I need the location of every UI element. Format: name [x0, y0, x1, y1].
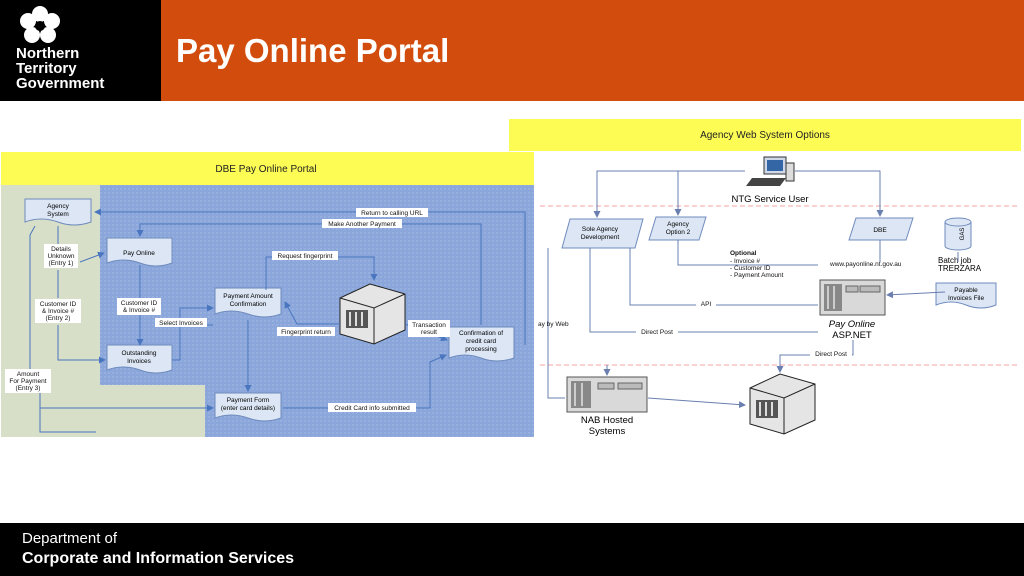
footer-bar: Department of Corporate and Information …: [0, 523, 1024, 576]
footer-department-name: Corporate and Information Services: [22, 550, 295, 567]
confirmation-box: [448, 326, 515, 362]
svg-text:Transaction: Transaction: [412, 322, 446, 329]
svg-text:Unknown: Unknown: [47, 253, 74, 260]
svg-text:ay by Web: ay by Web: [538, 321, 569, 328]
right-diagram: Agency Web System Options NTG Service Us…: [509, 119, 1021, 437]
svg-text:Amount: Amount: [17, 371, 40, 378]
svg-text:DBE: DBE: [873, 227, 887, 234]
svg-text:Credit Card info submitted: Credit Card info submitted: [334, 405, 410, 412]
svg-text:Direct Post: Direct Post: [641, 329, 673, 336]
svg-text:Option 2: Option 2: [666, 229, 691, 236]
svg-text:result: result: [421, 329, 437, 336]
svg-text:Sole Agency: Sole Agency: [582, 226, 619, 233]
payment-amount-box: [214, 287, 282, 318]
svg-text:Systems: Systems: [589, 426, 626, 437]
svg-text:- Invoice #: - Invoice #: [730, 258, 760, 265]
payment-form-box: [214, 392, 282, 422]
logo-wordmark: Northern Territory Government: [16, 45, 105, 92]
svg-text:& Invoice #: & Invoice #: [42, 308, 75, 315]
svg-text:Customer ID: Customer ID: [121, 300, 158, 307]
agency-system-box: [24, 198, 92, 226]
svg-text:(enter card details): (enter card details): [221, 405, 275, 412]
svg-text:TRERZARA: TRERZARA: [938, 264, 982, 273]
svg-text:Payable: Payable: [954, 287, 978, 294]
pay-online-box: [106, 237, 173, 267]
server-icon: [339, 283, 406, 345]
svg-text:Pay Online: Pay Online: [829, 319, 875, 330]
svg-text:System: System: [47, 211, 69, 218]
svg-text:(Entry 2): (Entry 2): [46, 315, 71, 322]
left-banner: [1, 152, 534, 185]
svg-text:ASP.NET: ASP.NET: [832, 330, 872, 341]
svg-text:Payment Amount: Payment Amount: [223, 293, 273, 300]
svg-text:Agency: Agency: [667, 221, 689, 228]
svg-text:Fingerprint return: Fingerprint return: [281, 329, 331, 336]
nab-server-icon: [566, 376, 648, 413]
svg-text:Invoices File: Invoices File: [948, 295, 985, 302]
dbe-box: [848, 217, 914, 241]
svg-text:Invoices: Invoices: [127, 358, 152, 365]
svg-text:Confirmation: Confirmation: [230, 301, 267, 308]
svg-text:NTG Service User: NTG Service User: [731, 194, 808, 205]
sole-agency-box: [561, 218, 644, 249]
svg-text:processing: processing: [465, 346, 497, 353]
svg-text:Request fingerprint: Request fingerprint: [278, 253, 333, 260]
logo[interactable]: Northern Territory Government: [0, 0, 161, 101]
svg-text:Agency Web System Options: Agency Web System Options: [700, 130, 830, 141]
svg-text:Outstanding: Outstanding: [121, 350, 156, 357]
left-diagram: DBE Pay Online Portal Agency System Pay …: [1, 152, 534, 437]
svg-text:Return to calling URL: Return to calling URL: [361, 210, 423, 217]
svg-text:Customer ID: Customer ID: [40, 301, 77, 308]
svg-text:GAS: GAS: [960, 228, 966, 241]
computer-icon: [746, 156, 795, 186]
svg-text:Payment Form: Payment Form: [227, 397, 270, 404]
svg-text:Pay Online: Pay Online: [123, 250, 155, 257]
header-bar: Northern Territory Government Pay Online…: [0, 0, 1024, 101]
svg-text:Confirmation of: Confirmation of: [459, 330, 503, 337]
right-banner: [509, 119, 1021, 151]
svg-text:credit card: credit card: [466, 338, 497, 345]
svg-text:(Entry 3): (Entry 3): [16, 385, 41, 392]
svg-text:Agency: Agency: [47, 203, 69, 210]
payable-file-box: [935, 282, 997, 309]
outstanding-invoices-box: [106, 344, 173, 374]
left-banner-title: DBE Pay Online Portal: [215, 164, 316, 175]
svg-text:- Customer ID: - Customer ID: [730, 265, 771, 272]
svg-text:API: API: [701, 301, 712, 308]
gas-database-icon: GAS: [944, 217, 972, 251]
page-title: Pay Online Portal: [176, 32, 450, 69]
svg-text:Optional: Optional: [730, 250, 757, 257]
svg-text:NAB Hosted: NAB Hosted: [581, 415, 633, 426]
svg-text:(Entry 1): (Entry 1): [49, 260, 74, 267]
footer-department: Department of: [22, 530, 118, 547]
svg-text:Direct Post: Direct Post: [815, 351, 847, 358]
svg-text:Select Invoices: Select Invoices: [159, 320, 203, 327]
pay-online-server-icon: [819, 279, 886, 316]
payment-server-icon: [749, 373, 816, 435]
svg-text:Make Another Payment: Make Another Payment: [328, 221, 396, 228]
diagram: DBE Pay Online Portal Agency System Pay …: [1, 119, 1021, 437]
svg-text:& Invoice #: & Invoice #: [123, 307, 156, 314]
flower-logo-icon: [20, 6, 60, 43]
svg-text:Batch job: Batch job: [938, 256, 972, 265]
svg-text:For Payment: For Payment: [9, 378, 46, 385]
svg-text:Details: Details: [51, 246, 72, 253]
svg-text:Development: Development: [581, 234, 619, 241]
svg-text:- Payment Amount: - Payment Amount: [730, 272, 784, 279]
agency-option2-box: [648, 216, 707, 241]
svg-text:www.payonline.nt.gov.au: www.payonline.nt.gov.au: [829, 261, 902, 268]
